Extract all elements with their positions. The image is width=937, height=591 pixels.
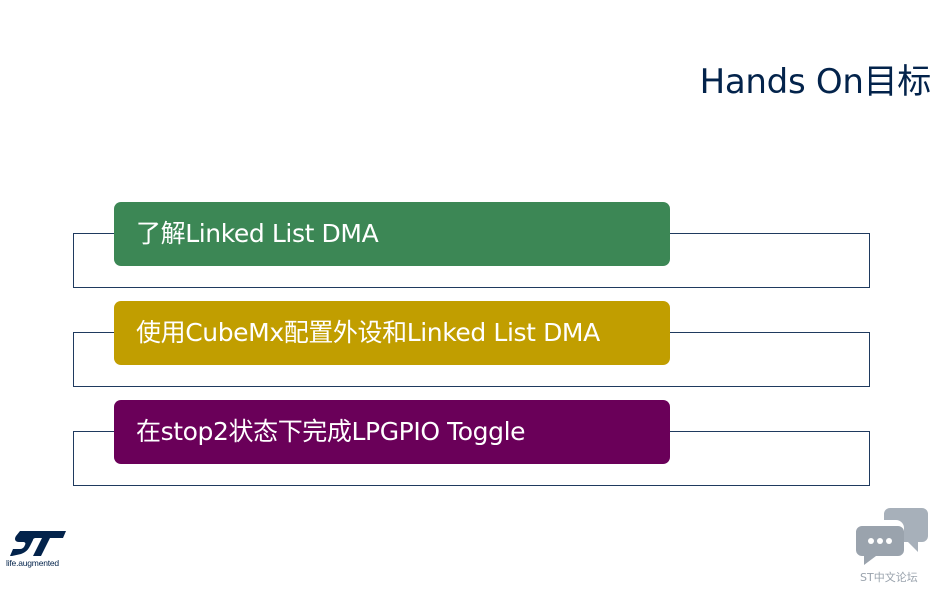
st-tagline: life.augmented [6, 558, 59, 568]
goal-item-3: 在stop2状态下完成LPGPIO Toggle [114, 400, 670, 464]
slide-title: Hands On目标 [699, 62, 932, 102]
st-logo [10, 531, 66, 556]
chat-bubbles-icon [856, 508, 928, 565]
goal-item-2: 使用CubeMx配置外设和Linked List DMA [114, 301, 670, 365]
forum-label: ST中文论坛 [860, 571, 918, 584]
goal-item-1: 了解Linked List DMA [114, 202, 670, 266]
